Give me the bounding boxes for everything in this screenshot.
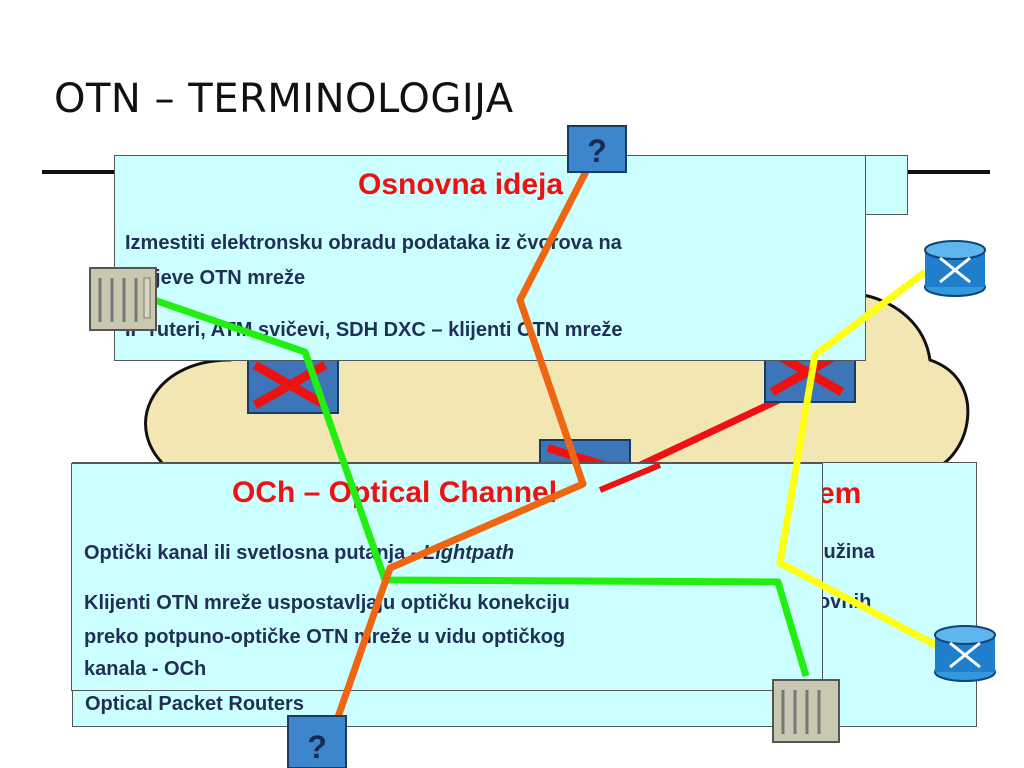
osnovna-ideja-line3: IP ruteri, ATM svičevi, SDH DXC – klijen… — [125, 319, 623, 341]
slide-title: OTN – TERMINOLOGIJA — [54, 76, 514, 122]
lightpath-term: Lightpath — [422, 542, 515, 564]
och-line1: Optički kanal ili svetlosna putanja - Li… — [84, 542, 515, 564]
osnovna-ideja-heading: Osnovna ideja — [358, 168, 564, 201]
osnovna-ideja-box: Osnovna ideja Izmestiti elektronsku obra… — [114, 155, 866, 361]
och-line4: kanala - OCh — [84, 658, 207, 680]
optical-switch-left-icon — [247, 354, 339, 414]
och-line3: preko potpuno-optičke OTN mreže u vidu o… — [84, 626, 566, 648]
back-box-line2-tail: ovnih — [818, 591, 872, 613]
back-box-line1-tail: lužina — [818, 541, 875, 563]
osnovna-ideja-line1: Izmestiti elektronsku obradu podataka iz… — [125, 232, 622, 254]
top-back-panel — [865, 155, 908, 215]
och-optical-channel-box: OCh – Optical Channel Optički kanal ili … — [71, 463, 823, 691]
back-box-bottom-line: Optical Packet Routers — [85, 693, 304, 715]
och-heading: OCh – Optical Channel — [232, 476, 558, 509]
och-line2: Klijenti OTN mreže uspostavljaju optičku… — [84, 592, 570, 614]
osnovna-ideja-line2: krajeve OTN mreže — [125, 267, 306, 289]
back-box-heading-tail: em — [818, 477, 862, 510]
